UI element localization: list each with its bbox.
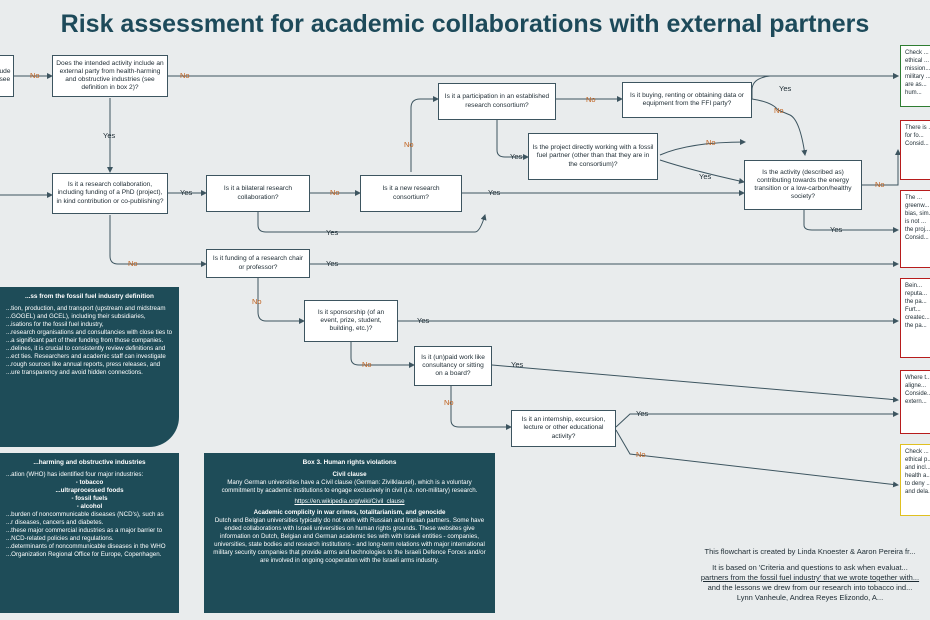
result-box-red: The ... greenw... bias, sim... is not ..… (900, 190, 930, 268)
edge-label-no: No (30, 71, 40, 80)
box1-title: ...ss from the fossil fuel industry defi… (25, 293, 154, 300)
question-established-consortium[interactable]: Is it a participation in an established … (438, 83, 556, 120)
box-line: ...burden of noncommunicable diseases (N… (6, 511, 164, 518)
box2-title: ...harming and obstructive industries (33, 459, 146, 466)
question-sponsorship[interactable]: Is it sponsorship (of an event, prize, s… (304, 300, 398, 342)
credit-line: This flowchart is created by Linda Knoes… (704, 547, 916, 556)
box-line: ...GOGEL) and GCEL), including their sub… (6, 313, 146, 320)
box3-complicity-text: Dutch and Belgian universities typically… (213, 517, 486, 564)
result-box-red: There is ... for fo... Consid... (900, 120, 930, 180)
edge-label-yes: Yes (326, 259, 339, 268)
question-energy-transition[interactable]: Is the activity (described as) contribut… (744, 160, 862, 210)
box-line: ...research organisations and consultanc… (6, 329, 173, 336)
civil-clause-link[interactable]: https://en.wikipedia.org/wiki/Civil_clau… (294, 498, 405, 505)
edge-label-no: No (875, 180, 885, 189)
box-line: ...rough sources like annual reports, pr… (6, 361, 161, 368)
page-title: Risk assessment for academic collaborati… (60, 10, 870, 38)
edge-label-yes: Yes (180, 188, 193, 197)
box-line: ...determinants of noncommunicable disea… (6, 543, 166, 550)
definition-box-health-harming: ...harming and obstructive industries ..… (0, 453, 179, 613)
question-research-collaboration[interactable]: Is it a research collaboration, includin… (52, 173, 168, 214)
question-bilateral[interactable]: Is it a bilateral research collaboration… (206, 175, 310, 212)
edge-label-no: No (128, 259, 138, 268)
edge-label-no: No (444, 398, 454, 407)
box-line: - tobacco (75, 479, 104, 486)
edge-label-no: No (774, 106, 784, 115)
box-line: - alcohol (76, 503, 103, 510)
box-line: ...ultraprocessed foods (55, 487, 124, 494)
edge-label-no: No (252, 297, 262, 306)
box-line: ...delines, it is crucial to consistentl… (6, 345, 166, 352)
box-human-rights: Box 3. Human rights violations Civil cla… (204, 453, 495, 613)
box3-title: Box 3. Human rights violations (302, 459, 397, 466)
question-research-chair[interactable]: Is it funding of a research chair or pro… (206, 249, 310, 278)
fragment-node-text: ...ude ...see (0, 67, 11, 83)
edge-label-no: No (586, 95, 596, 104)
box-line: ...ect ties. Researchers and academic st… (6, 353, 166, 360)
box-line: - fossil fuels (71, 495, 108, 502)
edge-label-no: No (706, 138, 716, 147)
credit-line: and the lessons we drew from our researc… (707, 583, 913, 592)
box-line: ...these major commercial industries as … (6, 527, 163, 534)
credit-link[interactable]: partners from the fossil fuel industry' … (700, 573, 920, 582)
box3-subheading-complicity: Academic complicity in war crimes, total… (253, 509, 446, 516)
edge-label-no: No (180, 71, 190, 80)
edge-label-no: No (636, 450, 646, 459)
box-line: ...isations for the fossil fuel industry… (6, 321, 104, 328)
box3-subheading-civil-clause: Civil clause (332, 471, 367, 478)
result-box-red: Bein... reputa... the pa... Furt... crea… (900, 278, 930, 358)
box2-body: ...ation (WHO) has identified four major… (6, 471, 173, 559)
box-line: ...ation (WHO) has identified four major… (6, 471, 144, 478)
edge-label-yes: Yes (699, 172, 712, 181)
question-fossil-partner[interactable]: Is the project directly working with a f… (528, 133, 658, 180)
result-box-yellow: Check ... ethical p... and incl... healt… (900, 444, 930, 516)
edge-label-yes: Yes (511, 360, 524, 369)
box-line: ...r diseases, cancers and diabetes. (6, 519, 104, 526)
edge-label-yes: Yes (636, 409, 649, 418)
question-unpaid-work[interactable]: Is it (un)paid work like consultancy or … (414, 346, 492, 386)
credit-line: Lynn Vanheule, Andrea Reyes Elizondo, A.… (736, 593, 884, 602)
box-line: ...a significant part of their funding f… (6, 337, 164, 344)
box-line: ...Organization Regional Office for Euro… (6, 551, 162, 558)
question-external-party[interactable]: Does the intended activity include an ex… (52, 55, 168, 97)
edge-label-yes: Yes (510, 152, 523, 161)
box-line: ...tion, production, and transport (upst… (6, 305, 166, 312)
edge-label-yes: Yes (488, 188, 501, 197)
edge-label-no: No (330, 188, 340, 197)
box3-civil-clause-text: Many German universities have a Civil cl… (221, 479, 478, 494)
box-line: ...ure transparency and avoid hidden con… (6, 369, 143, 376)
question-internship[interactable]: Is it an internship, excursion, lecture … (511, 410, 616, 447)
edge-label-yes: Yes (830, 225, 843, 234)
box-line: ...NCD-related policies and regulations. (6, 535, 114, 542)
definition-box-fossil-fuel: ...ss from the fossil fuel industry defi… (0, 287, 179, 447)
fragment-node: ...ude ...see (0, 55, 14, 97)
question-new-consortium[interactable]: Is it a new research consortium? (360, 175, 462, 212)
result-box-green: Check ... ethical ... mission... militar… (900, 45, 930, 107)
question-buying-data[interactable]: Is it buying, renting or obtaining data … (622, 82, 752, 118)
result-box-red: Where t... aligne... Conside... extern..… (900, 370, 930, 434)
edge-label-yes: Yes (779, 84, 792, 93)
edge-label-no: No (404, 140, 414, 149)
edge-label-yes: Yes (103, 131, 116, 140)
edge-label-no: No (362, 360, 372, 369)
box1-body: ...tion, production, and transport (upst… (6, 305, 173, 377)
edge-label-yes: Yes (417, 316, 430, 325)
edge-label-yes: Yes (326, 228, 339, 237)
credits: This flowchart is created by Linda Knoes… (680, 547, 930, 603)
credit-line: It is based on 'Criteria and questions t… (712, 563, 908, 572)
